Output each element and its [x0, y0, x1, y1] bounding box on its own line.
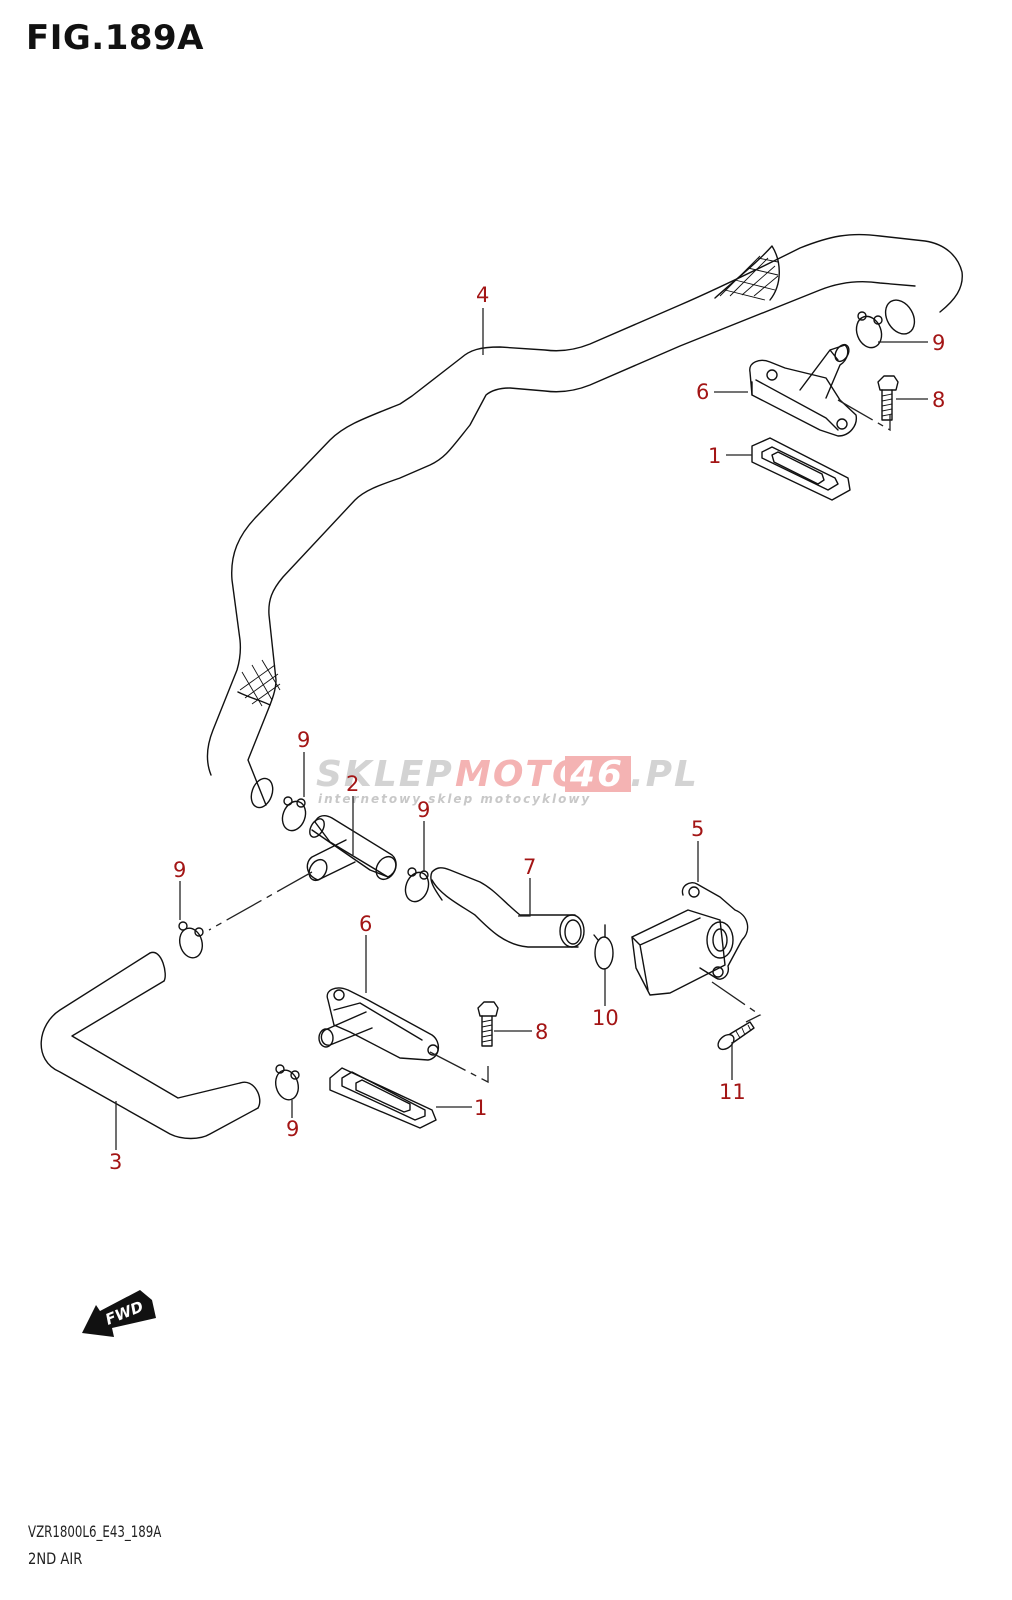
callout-9-lower-left[interactable]: 9 — [286, 1117, 299, 1141]
callout-9-left[interactable]: 9 — [173, 858, 186, 882]
clamp-near-joint-left — [281, 796, 307, 832]
callout-3[interactable]: 3 — [109, 1150, 122, 1174]
section-name: 2ND AIR — [28, 1549, 83, 1568]
bolt-path-lower — [429, 1051, 489, 1084]
callout-10[interactable]: 10 — [592, 1006, 619, 1030]
watermark-domain: .PL — [630, 754, 699, 795]
watermark-sklep: SKLEP — [316, 754, 454, 795]
t-joint — [306, 814, 397, 882]
clamp-upper-right — [855, 311, 883, 349]
callout-8-lower[interactable]: 8 — [535, 1020, 548, 1044]
hose-upper — [206, 233, 963, 809]
screw-path — [711, 981, 762, 1023]
callout-4[interactable]: 4 — [476, 283, 489, 307]
callout-9-joint-right[interactable]: 9 — [417, 798, 430, 822]
callout-1-lower[interactable]: 1 — [474, 1096, 487, 1120]
reed-valve-cover-upper — [749, 343, 857, 437]
clamp-near-joint-right — [404, 867, 430, 903]
reed-valve-cover-lower — [318, 987, 439, 1061]
hose-short — [430, 867, 585, 948]
figure-title: FIG.189A — [26, 18, 204, 58]
callout-9-upper-right[interactable]: 9 — [932, 331, 945, 355]
watermark-tagline: internetowy sklep motocyklowy — [318, 792, 591, 806]
joint-to-clamp-path — [208, 871, 313, 931]
leader-lines — [115, 308, 928, 1150]
callout-2[interactable]: 2 — [346, 772, 359, 796]
reed-valve-gasket-upper — [751, 437, 851, 501]
pair-solenoid-valve — [631, 882, 749, 996]
watermark-number-box — [565, 756, 631, 792]
bolt-lower — [477, 1001, 499, 1047]
arrow-left-down-icon — [82, 1290, 156, 1337]
reed-valve-gasket-lower — [329, 1067, 437, 1129]
watermark-moto: MOTO — [455, 754, 585, 795]
callout-8-upper[interactable]: 8 — [932, 388, 945, 412]
clamp-lower-left — [274, 1064, 300, 1101]
clamp-10 — [593, 924, 614, 970]
fwd-direction-arrow: FWD — [82, 1290, 156, 1337]
callout-7[interactable]: 7 — [523, 855, 536, 879]
screw — [717, 1021, 755, 1051]
callout-11[interactable]: 11 — [719, 1080, 746, 1104]
model-code: VZR1800L6_E43_189A — [28, 1522, 162, 1541]
callout-1-upper[interactable]: 1 — [708, 444, 721, 468]
hose-u-shaped — [40, 951, 261, 1140]
callout-6-lower[interactable]: 6 — [359, 912, 372, 936]
bolt-upper — [877, 375, 899, 421]
clamp-left — [178, 921, 204, 959]
bolt-path-upper — [837, 399, 891, 432]
watermark-number: 46 — [569, 754, 624, 795]
callout-5[interactable]: 5 — [691, 817, 704, 841]
callouts: 4 9 8 6 1 9 2 9 5 7 9 6 10 8 11 1 9 3 — [109, 283, 945, 1174]
watermark: SKLEP MOTO 46 .PL internetowy sklep moto… — [316, 754, 699, 806]
callout-9-joint-left[interactable]: 9 — [297, 728, 310, 752]
callout-6-upper[interactable]: 6 — [696, 380, 709, 404]
